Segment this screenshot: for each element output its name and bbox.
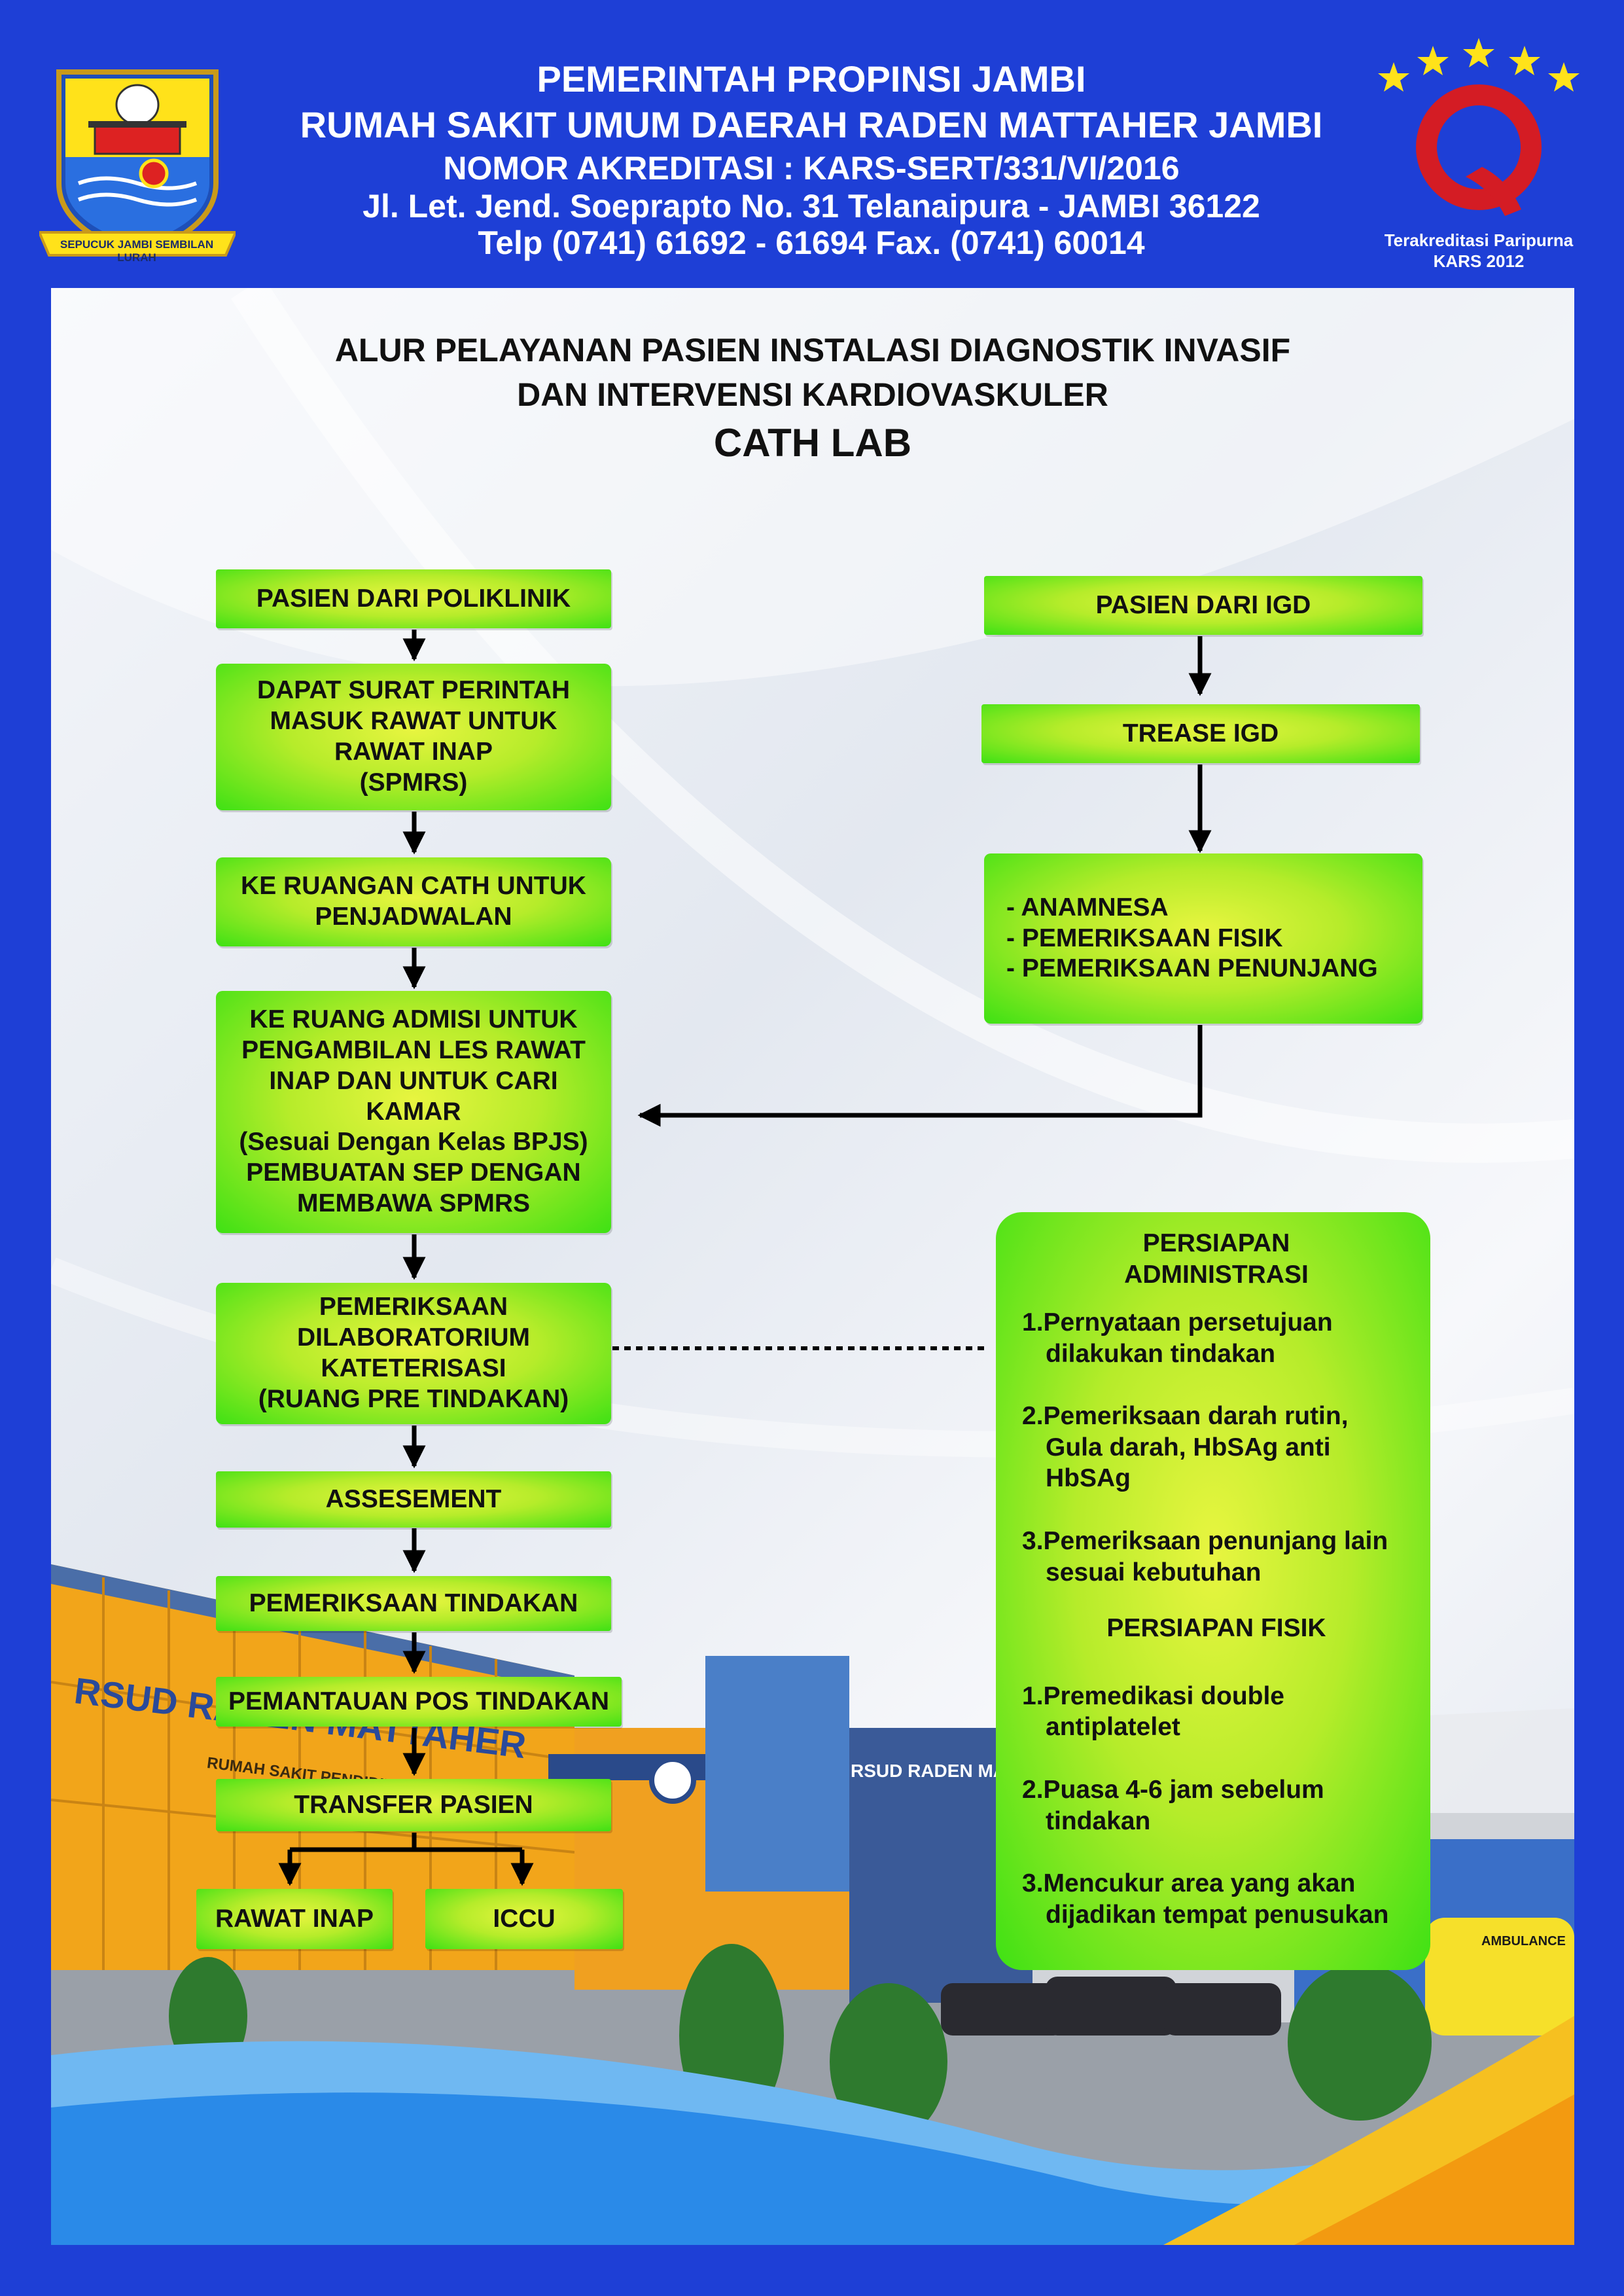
ambulance-label: AMBULANCE bbox=[1481, 1934, 1566, 1948]
diagram-title-line-2: DAN INTERVENSI KARDIOVASKULER bbox=[517, 376, 1108, 413]
fisik-item-3: 3.Mencukur area yang akan dijadikan temp… bbox=[1022, 1869, 1389, 1929]
admin-item-1: 1.Pernyataan persetujuan dilakukan tinda… bbox=[1022, 1308, 1333, 1368]
star-icons bbox=[1378, 38, 1580, 92]
kars-accreditation-logo bbox=[1378, 38, 1580, 216]
arrow-anamnesa-admisi bbox=[637, 1025, 1203, 1127]
kars-caption-2: KARS 2012 bbox=[1433, 251, 1525, 271]
emblem-banner-text: SEPUCUK JAMBI SEMBILAN LURAH bbox=[60, 238, 214, 264]
step-pasien-poliklinik: PASIEN DARI POLIKLINIK bbox=[216, 569, 611, 628]
fisik-item-1: 1.Premedikasi double antiplatelet bbox=[1022, 1681, 1284, 1742]
step-assesement: ASSESEMENT bbox=[216, 1471, 611, 1528]
header-line-4: Jl. Let. Jend. Soeprapto No. 31 Telanaip… bbox=[362, 188, 1260, 224]
main-panel: RSUD RADEN MATTAHER RUMAH SAKIT PENDIDIK… bbox=[51, 288, 1574, 2245]
fisik-item-2: 2.Puasa 4-6 jam sebelum tindakan bbox=[1022, 1775, 1324, 1835]
flow-connectors bbox=[278, 630, 1212, 1886]
step-trease-igd: TREASE IGD bbox=[981, 704, 1420, 763]
step-transfer-pasien: TRANSFER PASIEN bbox=[216, 1779, 611, 1831]
step-laboratorium: PEMERIKSAAN DILABORATORIUM KATETERISASI … bbox=[216, 1283, 611, 1424]
step-spmrs: DAPAT SURAT PERINTAH MASUK RAWAT UNTUK R… bbox=[216, 664, 611, 810]
step-pemeriksaan-tindakan: PEMERIKSAAN TINDAKAN bbox=[216, 1576, 611, 1631]
step-anamnesa: - ANAMNESA - PEMERIKSAAN FISIK - PEMERIK… bbox=[984, 853, 1422, 1024]
admin-item-2: 2.Pemeriksaan darah rutin, Gula darah, H… bbox=[1022, 1402, 1349, 1493]
step-pasien-igd: PASIEN DARI IGD bbox=[984, 576, 1422, 635]
step-rawat-inap: RAWAT INAP bbox=[196, 1889, 393, 1949]
header-line-1: PEMERINTAH PROPINSI JAMBI bbox=[537, 58, 1086, 99]
step-pemantauan-pos-tindakan: PEMANTAUAN POS TINDAKAN bbox=[216, 1677, 622, 1727]
jambi-emblem-logo bbox=[39, 69, 236, 259]
admin-item-3: 3.Pemeriksaan penunjang lain sesuai kebu… bbox=[1022, 1527, 1388, 1587]
step-admisi: KE RUANG ADMISI UNTUK PENGAMBILAN LES RA… bbox=[216, 991, 611, 1233]
arrow-transfer-branches bbox=[290, 1833, 417, 1852]
diagram-title-line-1: ALUR PELAYANAN PASIEN INSTALASI DIAGNOST… bbox=[334, 332, 1291, 368]
header-line-5: Telp (0741) 61692 - 61694 Fax. (0741) 60… bbox=[478, 224, 1145, 261]
bottom-wave-decoration bbox=[51, 2016, 1574, 2245]
header-line-3: NOMOR AKREDITASI : KARS-SERT/331/VI/2016 bbox=[443, 150, 1180, 187]
persiapan-box: PERSIAPAN ADMINISTRASI 1.Pernyataan pers… bbox=[996, 1212, 1430, 1970]
persiapan-administrasi-title: PERSIAPAN ADMINISTRASI bbox=[1124, 1229, 1309, 1289]
step-iccu: ICCU bbox=[425, 1889, 623, 1949]
persiapan-fisik-title: PERSIAPAN FISIK bbox=[1106, 1614, 1326, 1643]
diagram-title-line-3: CATH LAB bbox=[713, 421, 912, 465]
kars-caption-1: Terakreditasi Paripurna bbox=[1384, 230, 1574, 250]
step-penjadwalan: KE RUANGAN CATH UNTUK PENJADWALAN bbox=[216, 857, 611, 946]
header-line-2: RUMAH SAKIT UMUM DAERAH RADEN MATTAHER J… bbox=[300, 104, 1323, 145]
